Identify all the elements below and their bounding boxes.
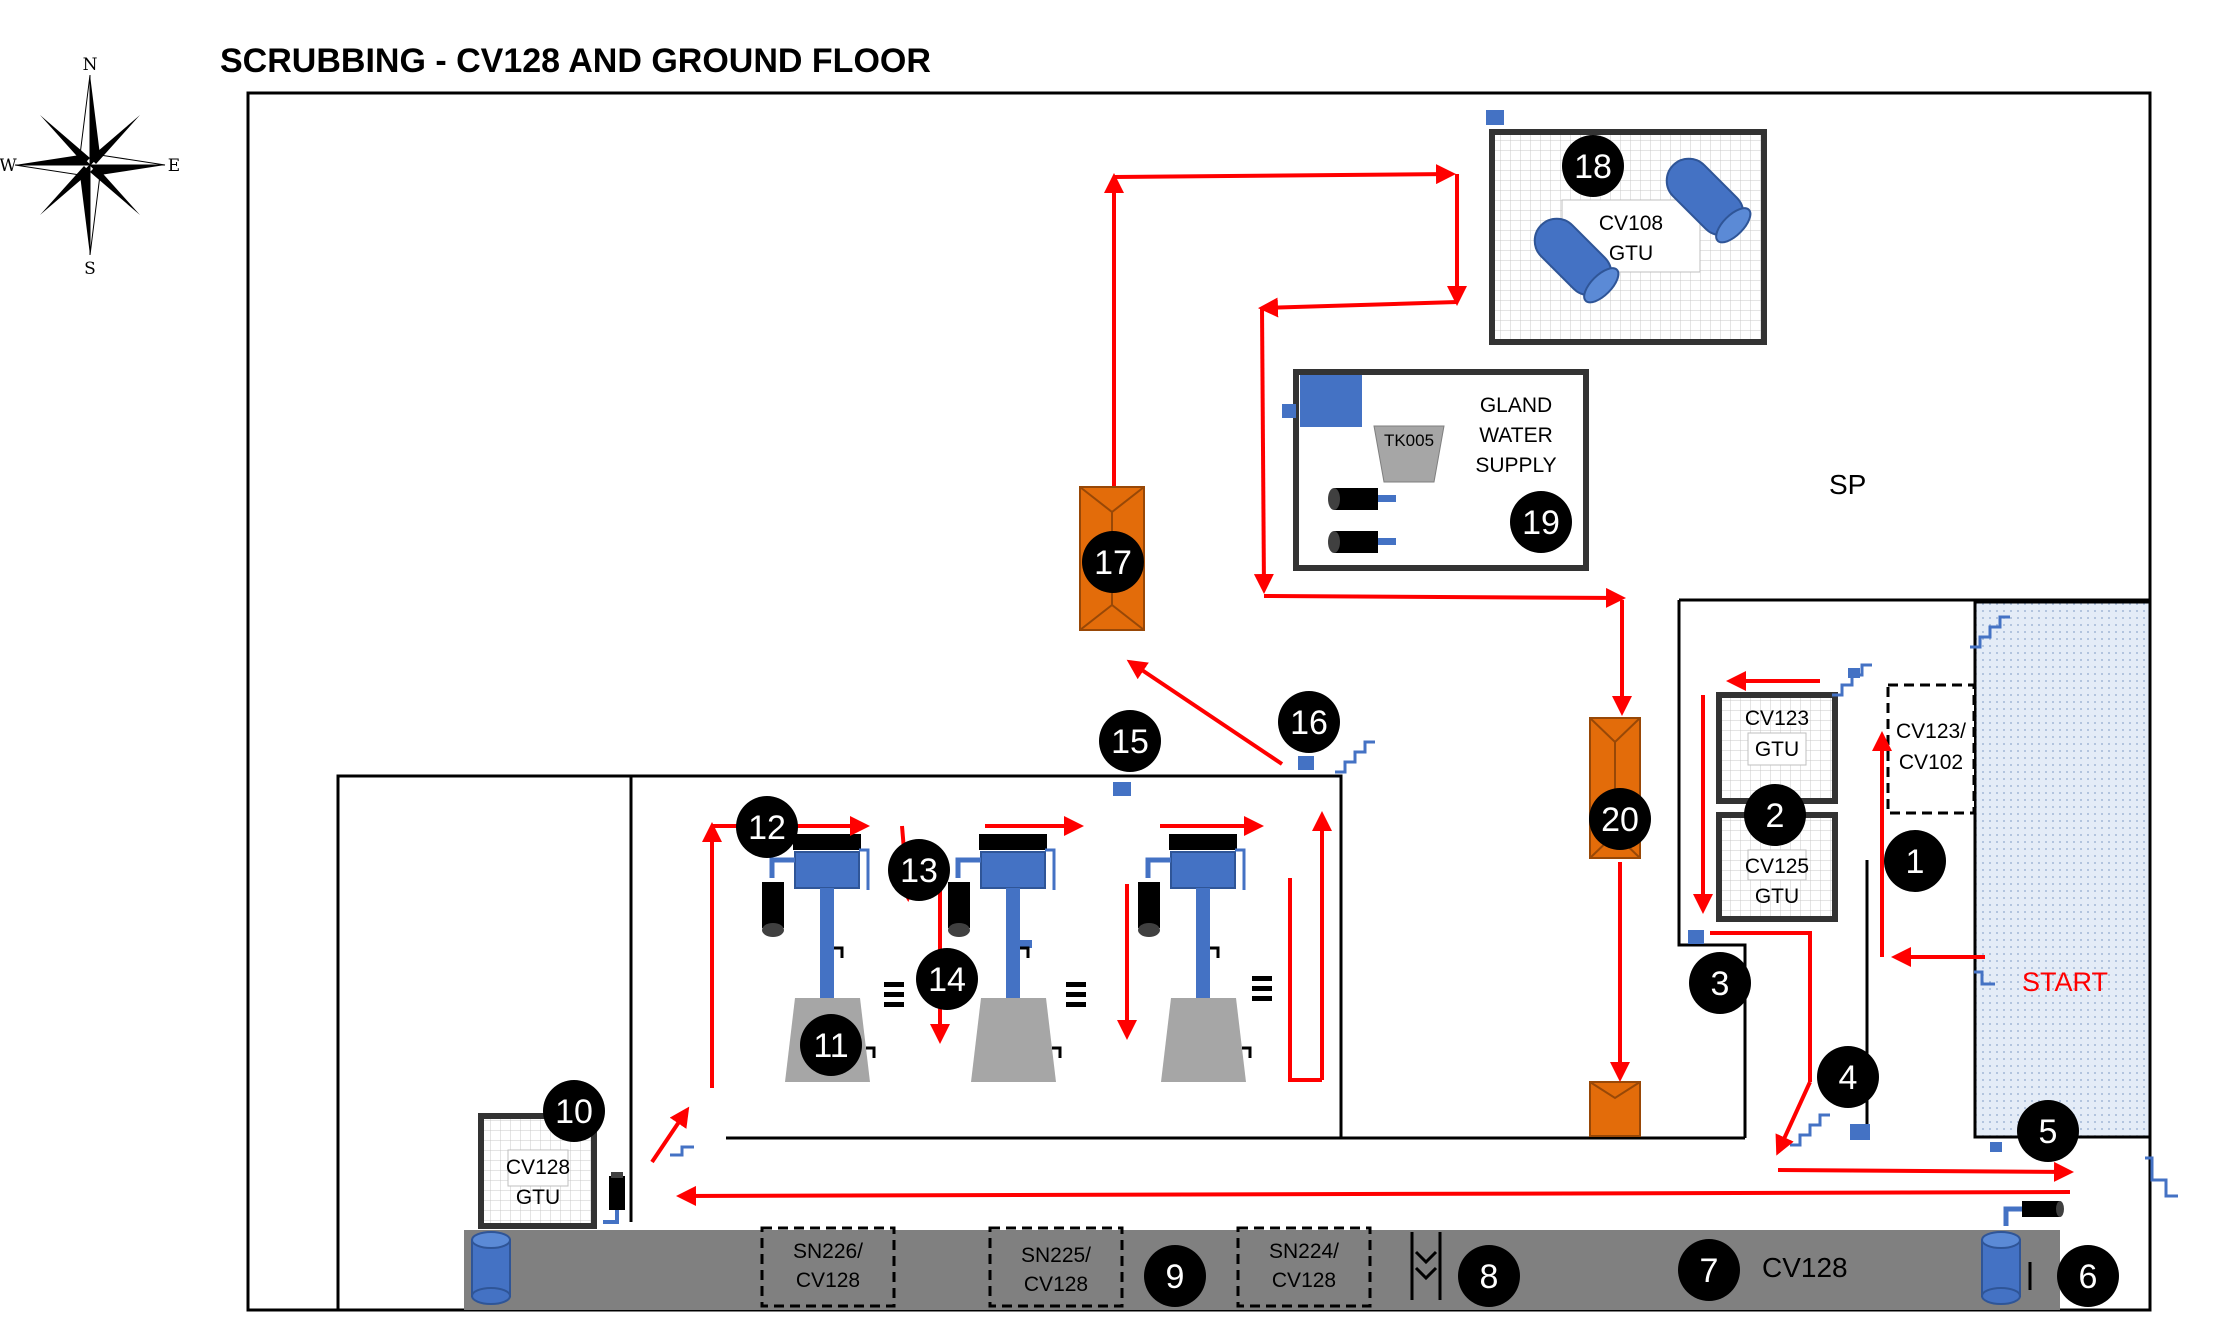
svg-text:CV108: CV108 [1599,212,1663,235]
step-number: 12 [748,809,786,847]
step-marker-6: 6 [2057,1245,2119,1307]
sp-area-label: SP [1829,469,1866,500]
step-marker-8: 8 [1458,1245,1520,1307]
step-number: 17 [1094,544,1132,582]
svg-text:CV125: CV125 [1745,855,1809,878]
svg-text:CV128: CV128 [506,1156,570,1179]
step-number: 15 [1111,723,1149,761]
svg-text:GTU: GTU [1755,738,1799,761]
valve-icon [1486,110,1504,125]
storage-bay [1973,600,2152,1139]
svg-text:CV128: CV128 [1024,1273,1088,1296]
step-number: 9 [1166,1258,1185,1296]
svg-text:SN224/: SN224/ [1269,1240,1339,1263]
step-number: 5 [2039,1113,2058,1151]
step-marker-1: 1 [1884,830,1946,892]
svg-text:CV123: CV123 [1745,707,1809,730]
svg-text:CV123/: CV123/ [1896,720,1966,743]
compass-east: E [168,156,180,176]
cv108-gtu: CV108 GTU [1489,129,1767,345]
step-marker-11: 11 [800,1014,862,1076]
sn225-box: SN225/ CV128 [988,1226,1124,1308]
svg-text:GTU: GTU [1755,885,1799,908]
svg-text:WATER: WATER [1479,424,1553,447]
cv123-gtu: CV123 GTU [1716,692,1838,804]
step-number: 6 [2079,1258,2098,1296]
step-number: 1 [1906,843,1925,881]
drum-icon [471,1231,511,1305]
compass-rose-icon: N E S W [0,55,180,279]
chute-bottom [1589,1081,1641,1137]
step-marker-3: 3 [1689,952,1751,1014]
step-marker-9: 9 [1144,1245,1206,1307]
step-number: 7 [1700,1252,1719,1290]
step-marker-14: 14 [916,948,978,1010]
step-marker-20: 20 [1589,788,1651,850]
step-marker-7: 7 [1678,1239,1740,1301]
svg-text:CV128: CV128 [1272,1269,1336,1292]
step-number: 20 [1601,801,1639,839]
cv128-floor-label: CV128 [1762,1252,1848,1283]
svg-text:SN226/: SN226/ [793,1240,863,1263]
step-number: 8 [1480,1258,1499,1296]
pump-icon [603,1172,625,1224]
step-number: 2 [1766,797,1785,835]
step-marker-16: 16 [1278,691,1340,753]
svg-text:SUPPLY: SUPPLY [1475,454,1556,477]
start-label: START [2022,967,2108,997]
scrubber-unit [1138,834,1252,1082]
stairs-icon [670,615,2178,1198]
step-marker-15: 15 [1099,710,1161,772]
compass-north: N [83,55,98,75]
step-number: 4 [1839,1059,1858,1097]
svg-text:GTU: GTU [1609,242,1653,265]
pump-icon [2003,1201,2064,1226]
step-marker-19: 19 [1510,491,1572,553]
pump-icon [1328,488,1396,510]
svg-text:GLAND: GLAND [1480,394,1552,417]
svg-text:CV102: CV102 [1899,751,1963,774]
svg-text:SN225/: SN225/ [1021,1244,1091,1267]
compass-south: S [84,259,96,279]
step-number: 3 [1711,965,1730,1003]
step-number: 13 [900,852,938,890]
step-number: 14 [928,961,966,999]
valve-icon [1113,668,2002,1152]
cv128-conveyor [464,1230,2060,1310]
sn224-box: SN224/ CV128 [1236,1226,1372,1308]
step-marker-4: 4 [1817,1046,1879,1108]
step-marker-18: 18 [1562,135,1624,197]
step-marker-2: 2 [1744,784,1806,846]
cv123-cv102-box: CV123/ CV102 [1886,683,1976,815]
step-marker-10: 10 [543,1080,605,1142]
scrubber-unit [948,834,1062,1082]
pump-icon [1328,531,1396,553]
sn226-box: SN226/ CV128 [760,1226,896,1308]
step-number: 19 [1522,504,1560,542]
step-number: 18 [1574,148,1612,186]
svg-text:CV128: CV128 [796,1269,860,1292]
compass-west: W [0,156,17,176]
step-number: 11 [813,1027,848,1065]
step-number: 10 [555,1093,593,1131]
svg-text:GTU: GTU [516,1186,560,1209]
step-marker-12: 12 [736,796,798,858]
cv125-gtu: CV125 GTU [1716,812,1838,922]
step-marker-13: 13 [888,839,950,901]
page-title: SCRUBBING - CV128 AND GROUND FLOOR [220,42,931,80]
ladder-icon [884,976,1272,1007]
step-marker-17: 17 [1082,531,1144,593]
step-number: 16 [1290,704,1328,742]
drum-icon [1981,1231,2032,1305]
chevron-marker-icon [1410,1232,1442,1300]
tk005-label: TK005 [1384,431,1434,450]
step-marker-5: 5 [2017,1100,2079,1162]
